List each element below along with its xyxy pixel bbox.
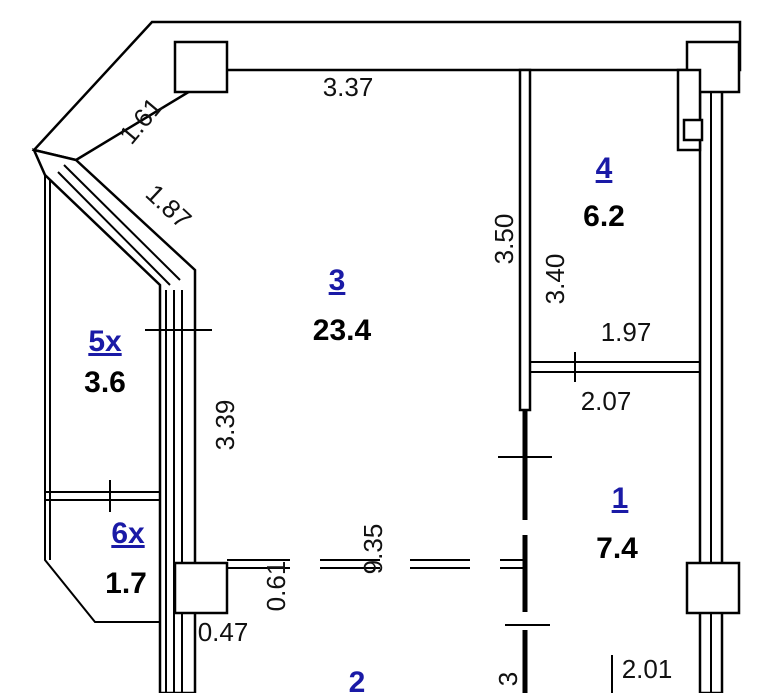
column (685, 40, 741, 94)
column (685, 561, 741, 615)
dimension-label: 9.35 (358, 524, 388, 575)
room-area-5x: 3.6 (84, 366, 126, 399)
shaft-box (682, 118, 704, 142)
dimension-label: 3.40 (540, 254, 570, 305)
room-area-6x: 1.7 (105, 567, 147, 600)
dimension-label: 2.07 (581, 386, 632, 416)
window-line (63, 164, 181, 281)
dimension-label: 0.47 (198, 617, 249, 647)
room-area-4: 6.2 (583, 200, 625, 233)
room-area-1: 7.4 (596, 532, 638, 565)
window-line (57, 171, 171, 286)
balcony-outline (44, 175, 160, 623)
dimension-label: 3.50 (489, 214, 519, 265)
room-number-2: 2 (349, 666, 366, 693)
room-number-5x: 5х (88, 325, 122, 358)
room-number-6x: 6х (111, 517, 145, 550)
room-number-1: 1 (612, 482, 629, 515)
room-number-4: 4 (596, 152, 613, 185)
dimension-label: 1.97 (601, 317, 652, 347)
column (173, 40, 229, 94)
column (173, 561, 229, 615)
partition-wall (518, 68, 532, 412)
dimension-label: 0.61 (261, 561, 291, 612)
dimension-label: 2.01 (622, 654, 673, 684)
dimension-label: 3.39 (210, 400, 240, 451)
room-number-3: 3 (329, 264, 346, 297)
dimension-label: 3.37 (323, 72, 374, 102)
outer-wall-diagonal (31, 148, 197, 693)
dimension-label: 3 (493, 672, 523, 686)
room-area-3: 23.4 (313, 314, 372, 347)
